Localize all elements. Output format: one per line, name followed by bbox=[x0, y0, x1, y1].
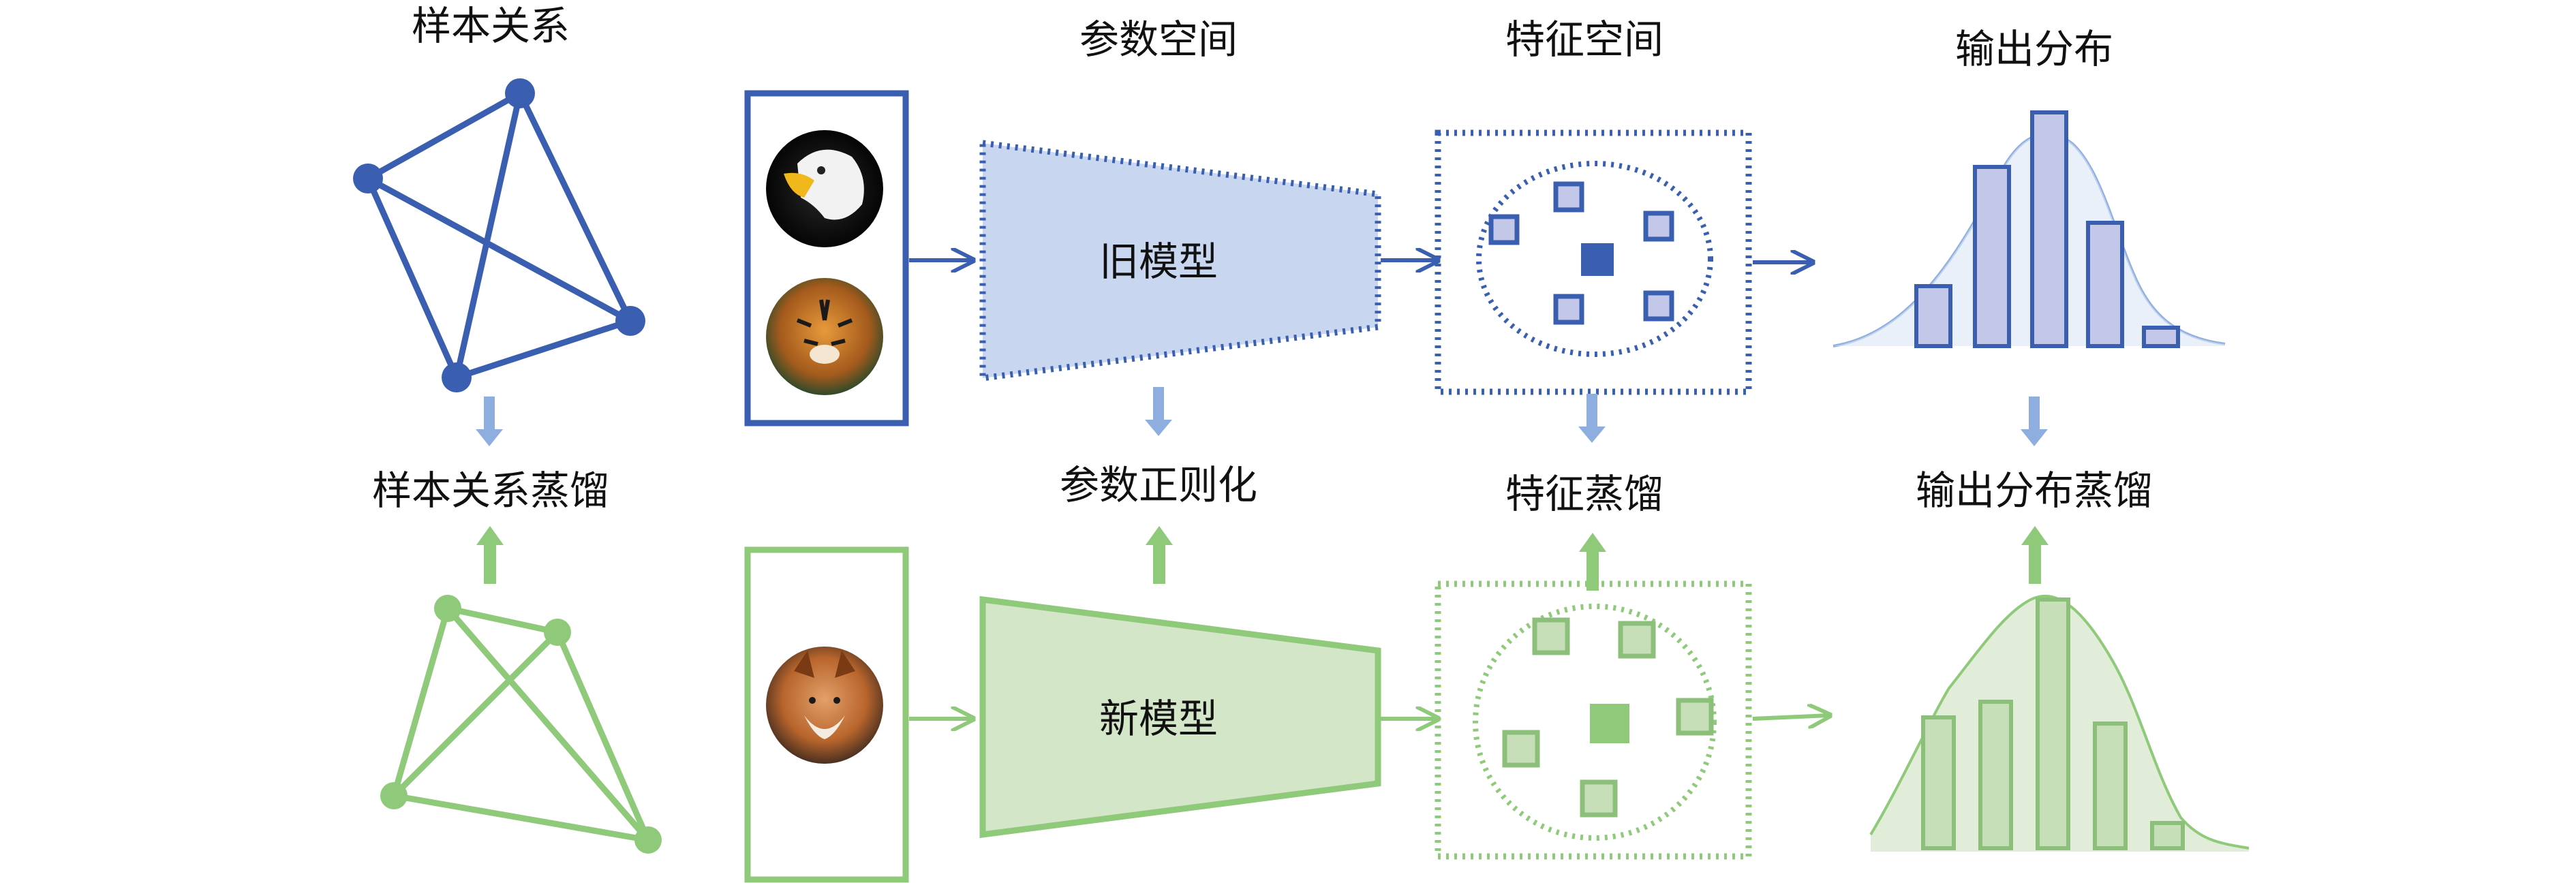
arrow-new-feature-to-dist bbox=[1752, 715, 1830, 719]
old-input-frame bbox=[744, 90, 909, 426]
old-model-block bbox=[979, 139, 1381, 382]
new-feature-ellipse bbox=[1473, 604, 1717, 841]
fox-photo bbox=[766, 647, 883, 764]
new-dist-bars bbox=[1921, 597, 2185, 850]
old-sample-nodes bbox=[353, 78, 645, 392]
new-sample-graph bbox=[390, 605, 651, 843]
label-feature-space: 特征空间 bbox=[1505, 16, 1663, 63]
old-model-text: 旧模型 bbox=[1099, 238, 1218, 285]
up-arrows bbox=[476, 526, 2049, 591]
new-sample-nodes bbox=[380, 595, 662, 854]
old-feature-points bbox=[1488, 181, 1674, 325]
label-sample-relation: 样本关系 bbox=[412, 3, 570, 49]
old-dist-bars bbox=[1914, 110, 2180, 348]
old-feature-center bbox=[1581, 243, 1614, 276]
old-dist-area bbox=[1833, 134, 2225, 346]
new-model-block bbox=[979, 595, 1381, 839]
label-output-dist: 输出分布 bbox=[1955, 26, 2113, 72]
old-feature-frame bbox=[1435, 129, 1752, 395]
old-feature-ellipse bbox=[1476, 161, 1713, 357]
old-sample-graph bbox=[365, 91, 634, 381]
new-feature-points bbox=[1502, 617, 1714, 818]
label-sample-relation-distill: 样本关系蒸馏 bbox=[372, 467, 609, 514]
new-model-text: 新模型 bbox=[1099, 696, 1218, 742]
new-input-frame bbox=[744, 546, 909, 883]
label-feature-distill: 特征蒸馏 bbox=[1505, 471, 1663, 517]
label-param-space: 参数空间 bbox=[1079, 16, 1238, 63]
down-arrows bbox=[476, 387, 2048, 446]
eagle-photo bbox=[766, 130, 883, 247]
label-param-regularization: 参数正则化 bbox=[1060, 462, 1257, 508]
new-feature-center bbox=[1590, 704, 1629, 743]
label-output-dist-distill: 输出分布蒸馏 bbox=[1916, 467, 2153, 514]
tiger-photo bbox=[766, 278, 883, 395]
